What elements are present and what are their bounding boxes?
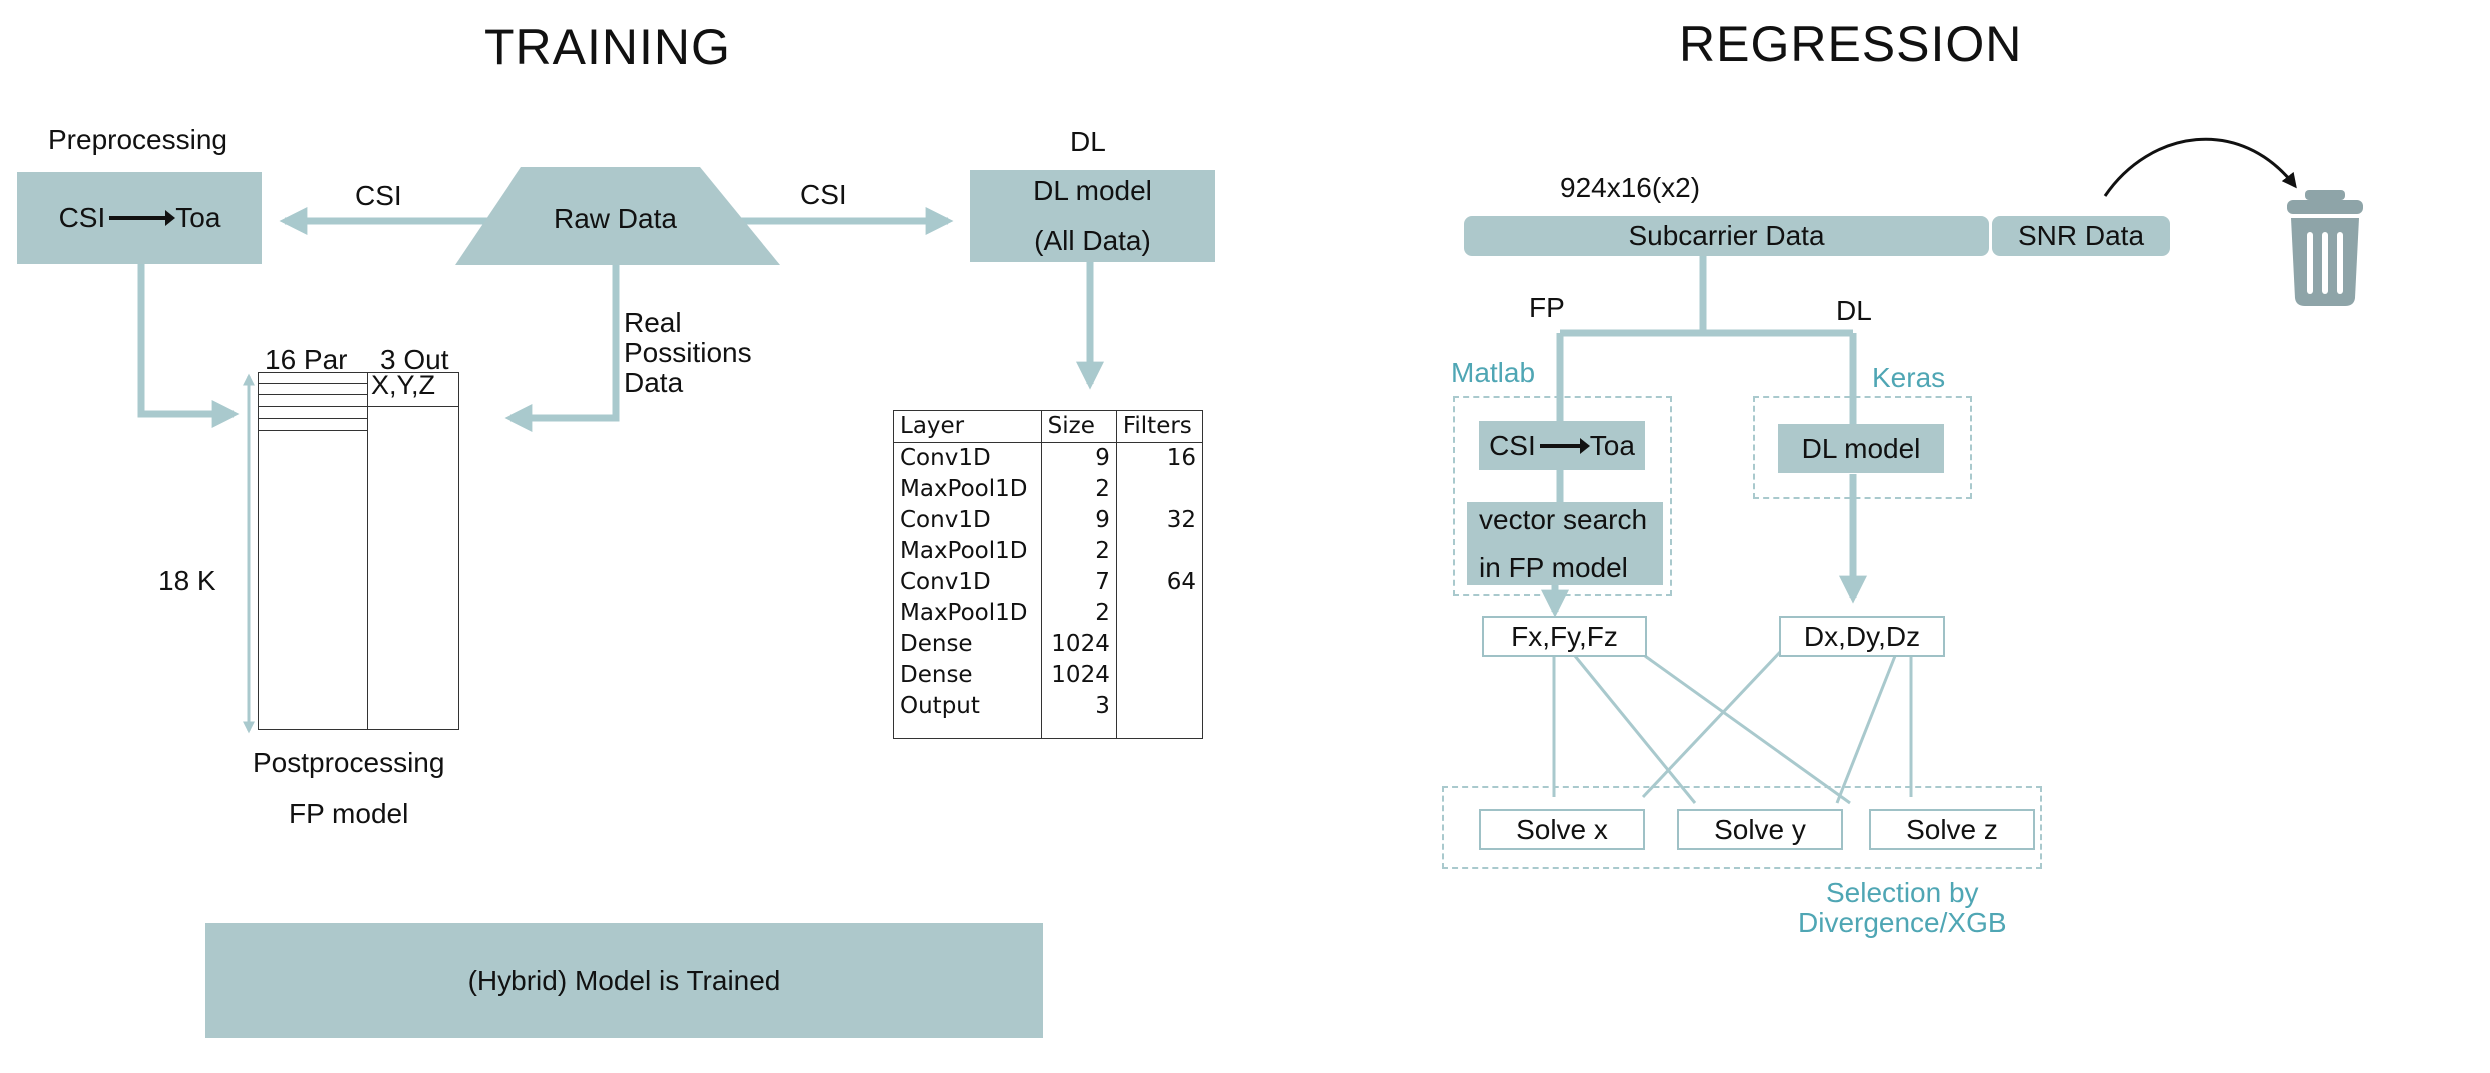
raw-data-trapezoid	[455, 167, 780, 265]
solve-y-box: Solve y	[1677, 809, 1843, 850]
xyz-cell: X,Y,Z	[371, 370, 436, 400]
training-title: TRAINING	[484, 19, 731, 75]
real-positions-label: Real Possitions Data	[624, 307, 752, 398]
dl-output-box: Dx,Dy,Dz	[1779, 616, 1945, 657]
regression-title: REGRESSION	[1679, 16, 2023, 72]
postprocessing-label: Postprocessing	[253, 747, 445, 778]
solve-z-box: Solve z	[1869, 809, 2035, 850]
fp-col2-header: 3 Out	[380, 344, 449, 375]
right-arrow-icon	[109, 210, 176, 226]
matlab-group	[1453, 396, 1672, 596]
arrow-to-trash	[2103, 137, 2297, 197]
regression-dl-model-box: DL model	[1778, 424, 1944, 473]
csi-text: CSI	[58, 202, 106, 233]
csi-toa-box: CSI Toa	[17, 172, 262, 264]
csi-right-label: CSI	[800, 179, 847, 210]
fp-branch-label: FP	[1529, 292, 1565, 323]
fp-model-label: FP model	[289, 798, 409, 829]
preprocessing-label: Preprocessing	[48, 124, 227, 155]
keras-group	[1753, 396, 1972, 499]
rows-18k-label: 18 K	[158, 565, 216, 596]
dl-branch-label: DL	[1836, 295, 1872, 326]
arrow-real-positions	[504, 262, 620, 432]
keras-label: Keras	[1872, 362, 1946, 393]
subcarrier-data-box: Subcarrier Data	[1464, 216, 1989, 256]
selection-label: Selection by Divergence/XGB	[1798, 877, 2007, 938]
toa-text: Toa	[175, 202, 221, 233]
regression-csi-toa-box: CSI Toa	[1479, 421, 1645, 470]
toa-text: Toa	[1589, 429, 1635, 461]
solve-x-box: Solve x	[1479, 809, 1645, 850]
dl-model-box: DL model (All Data)	[970, 170, 1215, 262]
solve-group	[1442, 786, 2042, 869]
dims-label: 924x16(x2)	[1560, 172, 1701, 203]
fp-col1-header: 16 Par	[265, 344, 348, 375]
arrow-preprocessing-to-table	[137, 262, 240, 428]
csi-left-label: CSI	[355, 180, 402, 211]
dl-label: DL	[1070, 126, 1106, 157]
matlab-label: Matlab	[1451, 357, 1536, 388]
model-trained-banner: (Hybrid) Model is Trained	[205, 923, 1043, 1038]
layer-table-header: Layer Size Filters	[893, 410, 1203, 443]
raw-data-label: Raw Data	[554, 203, 677, 234]
vector-search-box: vector search in FP model	[1467, 502, 1663, 585]
trash-can-icon	[2287, 190, 2363, 306]
csi-text: CSI	[1489, 429, 1536, 461]
fp-output-box: Fx,Fy,Fz	[1482, 616, 1647, 657]
right-arrow-icon	[1539, 437, 1590, 454]
snr-data-box: SNR Data	[1992, 216, 2170, 256]
fp-table: X,Y,Z	[258, 370, 459, 730]
